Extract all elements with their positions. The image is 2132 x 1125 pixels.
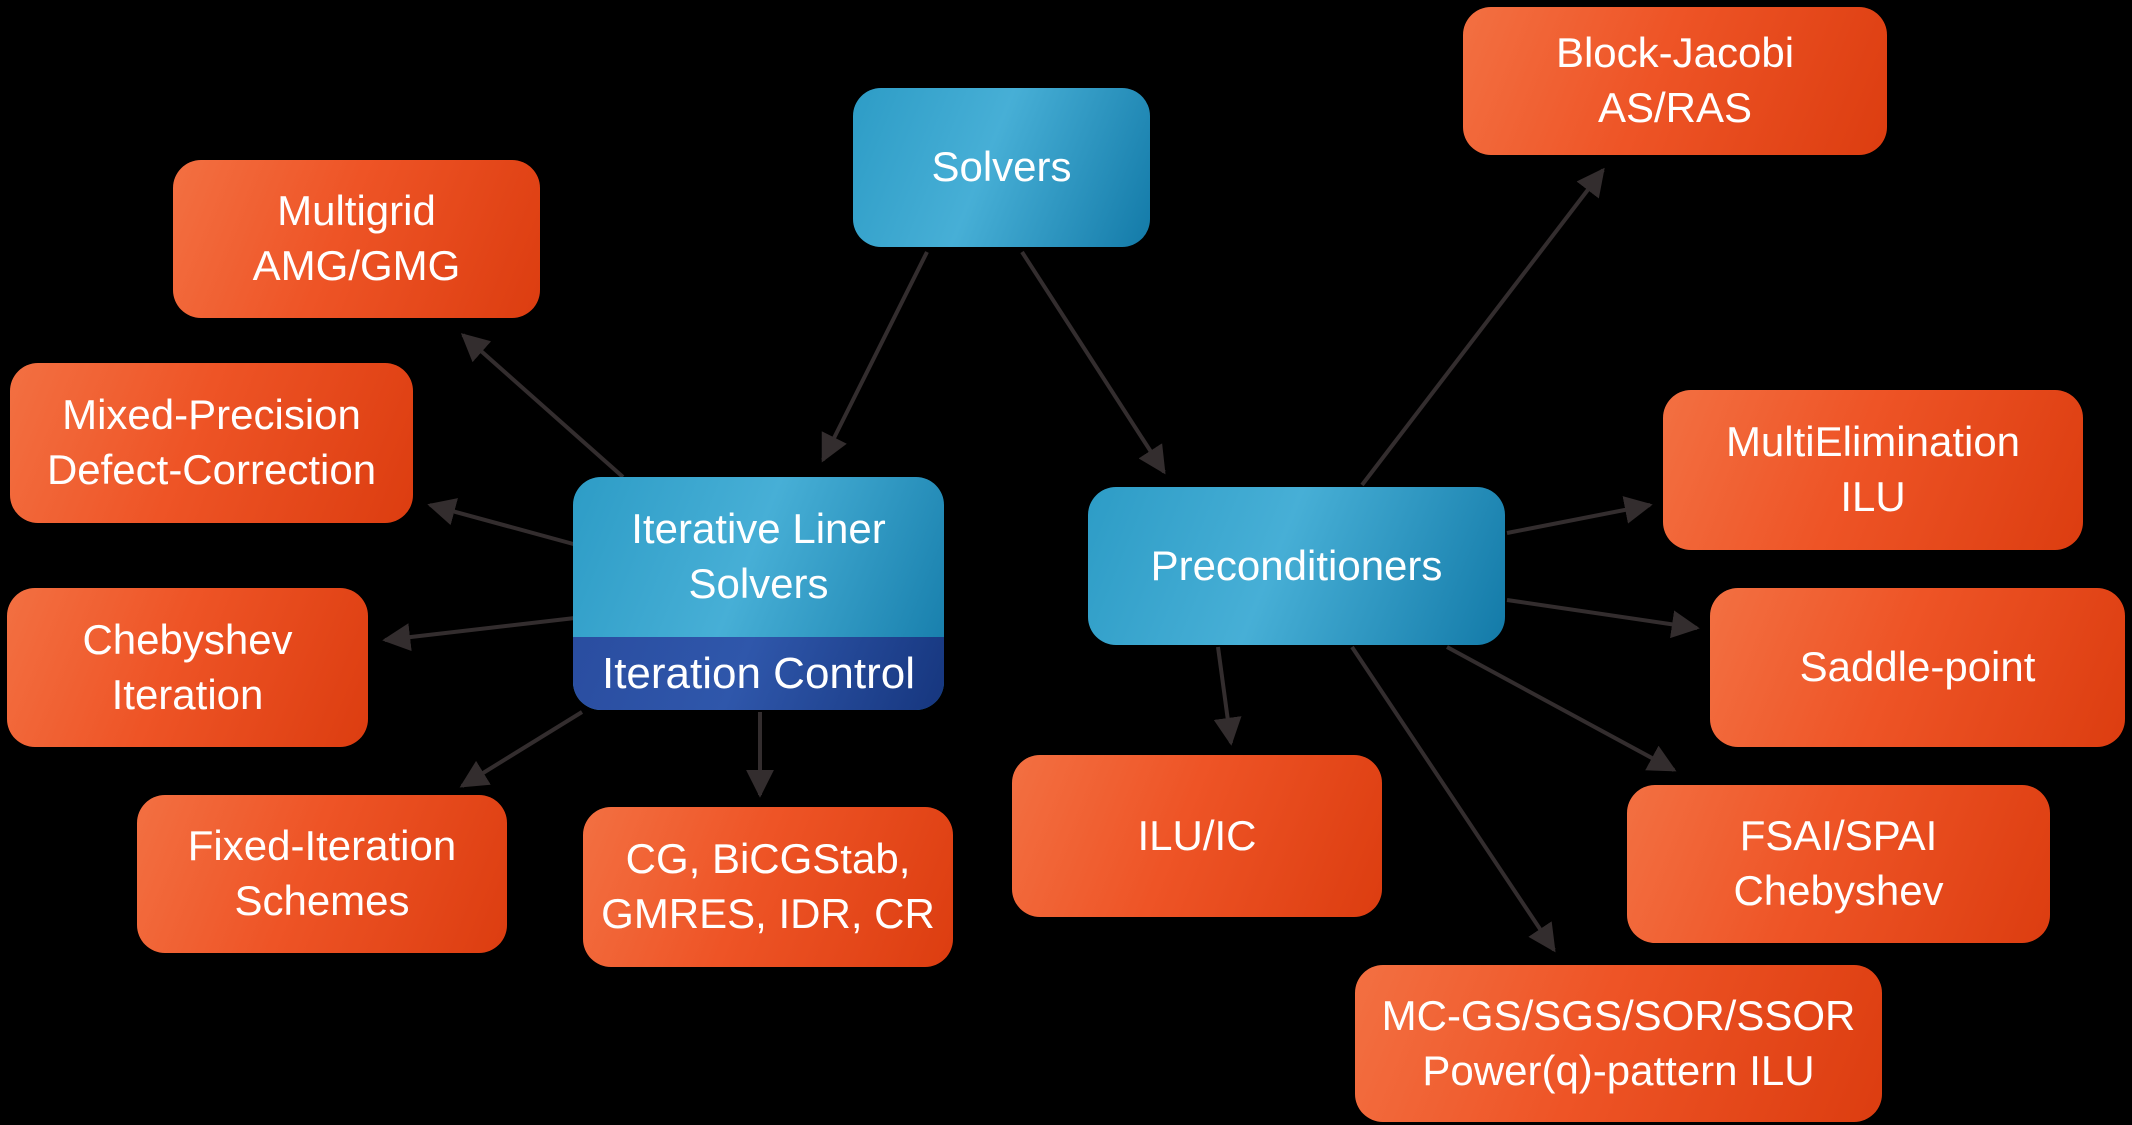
edge-preconditioners-to-ilu_ic (1213, 646, 1242, 746)
node-fixed-iteration-label: Fixed-Iteration Schemes (187, 822, 457, 924)
node-cg-krylov-label: CG, BiCGStab, GMRES, IDR, CR (601, 835, 935, 937)
node-multigrid-amg-gmg: Multigrid AMG/GMG (173, 160, 540, 318)
node-block-jacobi-label: Block-Jacobi AS/RAS (1555, 29, 1795, 131)
edge-solvers-to-iterative_liner_solvers (821, 251, 929, 463)
node-ilu-ic: ILU/IC (1012, 755, 1382, 917)
node-mc-gs-sgs-sor-ssor: MC-GS/SGS/SOR/SSOR Power(q)-pattern ILU (1355, 965, 1882, 1122)
node-chebyshev-iteration: Chebyshev Iteration (7, 588, 368, 747)
node-saddle-point: Saddle-point (1710, 588, 2125, 747)
node-iteration-control: Iteration Control (573, 637, 944, 710)
node-mixed-precision-label: Mixed-Precision Defect-Correction (46, 391, 377, 493)
node-iterative-liner-solvers: Iterative Liner Solvers Iteration Contro… (573, 477, 944, 710)
edge-preconditioners-to-multielimination_ilu (1506, 496, 1653, 535)
node-solvers-label: Solvers (931, 143, 1072, 191)
node-solvers: Solvers (853, 88, 1150, 247)
node-fixed-iteration-schemes: Fixed-Iteration Schemes (137, 795, 507, 953)
node-multielimination-ilu: MultiElimination ILU (1663, 390, 2083, 550)
edge-iterative_liner_solvers-to-chebyshev_iteration (382, 616, 576, 652)
node-saddle-point-label: Saddle-point (1799, 643, 2036, 691)
node-chebyshev-label: Chebyshev Iteration (82, 615, 293, 718)
edge-iterative_liner_solvers-to-mixed_precision (427, 498, 578, 547)
node-multigrid-label: Multigrid AMG/GMG (252, 187, 461, 289)
edge-preconditioners-to-block_jacobi (1360, 167, 1605, 487)
node-cg-bicgstab-gmres-idr-cr: CG, BiCGStab, GMRES, IDR, CR (583, 807, 953, 967)
node-mc-gs-label: MC-GS/SGS/SOR/SSOR Power(q)-pattern ILU (1381, 991, 1856, 1094)
node-mixed-precision-defect-correction: Mixed-Precision Defect-Correction (10, 363, 413, 523)
node-iterative-liner-solvers-main: Iterative Liner Solvers (573, 477, 944, 637)
edge-iterative_liner_solvers-to-multigrid (460, 333, 625, 479)
node-preconditioners: Preconditioners (1088, 487, 1505, 645)
edge-preconditioners-to-mc_gs (1350, 645, 1556, 953)
edge-iterative_liner_solvers-to-fixed_iteration (459, 710, 584, 788)
node-fsai-spai-chebyshev: FSAI/SPAI Chebyshev (1627, 785, 2050, 943)
edge-preconditioners-to-saddle_point (1506, 598, 1700, 639)
node-iterative-liner-solvers-label: Iterative Liner Solvers (631, 505, 886, 607)
node-preconditioners-label: Preconditioners (1150, 541, 1443, 589)
edge-preconditioners-to-fsai_spai (1446, 645, 1677, 772)
node-fsai-spai-label: FSAI/SPAI Chebyshev (1733, 812, 1944, 914)
node-iteration-control-label: Iteration Control (601, 648, 916, 698)
edge-solvers-to-preconditioners (1020, 250, 1166, 475)
node-block-jacobi-as-ras: Block-Jacobi AS/RAS (1463, 7, 1887, 155)
node-multielimination-label: MultiElimination ILU (1725, 418, 2021, 520)
node-ilu-ic-label: ILU/IC (1137, 811, 1257, 859)
